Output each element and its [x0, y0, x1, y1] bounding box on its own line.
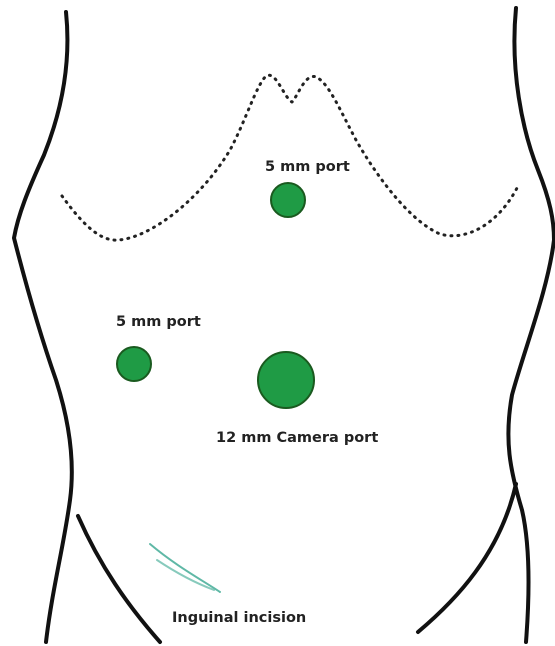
left-groin-line [78, 516, 160, 642]
incision-label: Inguinal incision [172, 610, 306, 626]
left-port-label: 5 mm port [116, 314, 201, 330]
torso-left-outline [14, 12, 72, 642]
left-5mm-port [117, 347, 151, 381]
camera-port-label: 12 mm Camera port [216, 430, 378, 446]
torso-right-outline [508, 8, 554, 642]
upper-5mm-port [271, 183, 305, 217]
upper-port-label: 5 mm port [265, 159, 350, 175]
camera-12mm-port [258, 352, 314, 408]
inguinal-incision-line-secondary [157, 560, 214, 590]
right-groin-line [418, 484, 516, 632]
inguinal-incision-line [150, 544, 220, 592]
